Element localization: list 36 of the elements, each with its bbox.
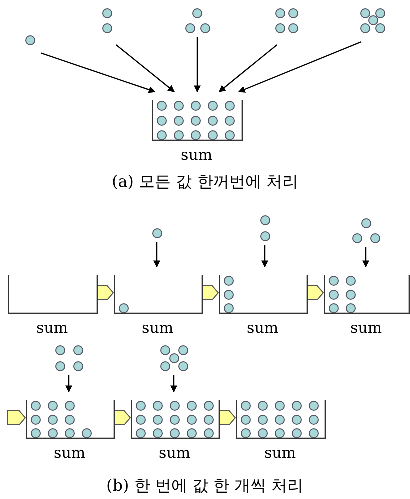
arrow bbox=[66, 376, 72, 393]
block-arrow bbox=[97, 286, 114, 300]
dots-icon bbox=[184, 8, 210, 34]
container-label: sum bbox=[142, 321, 174, 336]
block-arrow bbox=[219, 410, 236, 426]
container-label: sum bbox=[181, 148, 213, 163]
arrow bbox=[116, 44, 176, 92]
arrow bbox=[41, 52, 156, 94]
container-label: sum bbox=[247, 321, 279, 336]
block-arrow bbox=[202, 286, 220, 300]
block-arrow bbox=[114, 410, 132, 426]
dots-icon bbox=[102, 8, 112, 34]
container-label: sum bbox=[54, 446, 86, 461]
arrow bbox=[154, 242, 160, 268]
arrow bbox=[362, 248, 370, 268]
container-label: sum bbox=[350, 321, 382, 336]
dots-icon bbox=[54, 344, 84, 372]
caption: (a) 모든 값 한꺼번에 처리 bbox=[112, 174, 298, 190]
dots-icon bbox=[360, 8, 386, 34]
container-label: sum bbox=[36, 321, 68, 336]
dots-icon bbox=[352, 218, 380, 244]
dots-icon bbox=[260, 214, 270, 242]
dots-icon bbox=[274, 8, 298, 34]
block-arrow bbox=[307, 286, 324, 300]
arrow bbox=[194, 38, 201, 93]
dots-icon bbox=[24, 34, 36, 46]
container-label: sum bbox=[264, 446, 296, 461]
container-label: sum bbox=[159, 446, 191, 461]
dots-icon bbox=[152, 228, 162, 238]
arrow bbox=[218, 44, 278, 92]
block-arrow bbox=[8, 410, 26, 426]
dots-icon bbox=[160, 344, 188, 372]
arrow bbox=[170, 376, 178, 393]
caption: (b) 한 번에 값 한 개씩 처리 bbox=[106, 478, 304, 494]
arrow bbox=[238, 41, 362, 93]
arrow bbox=[262, 246, 268, 268]
